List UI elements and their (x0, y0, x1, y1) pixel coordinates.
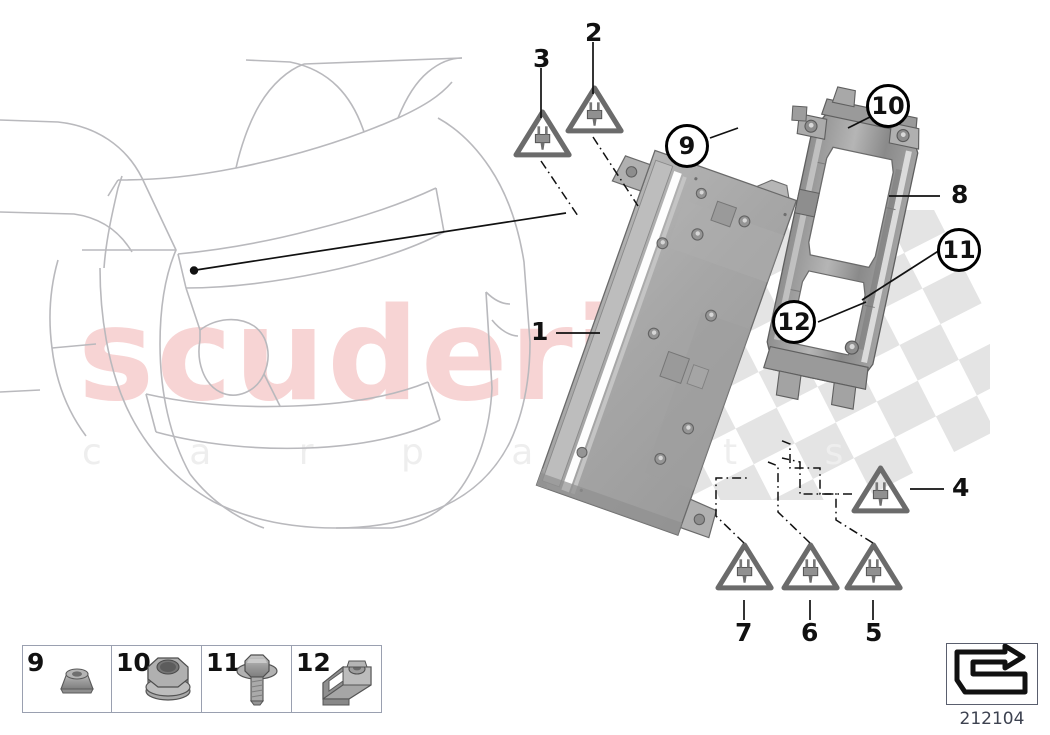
diagram-id-number: 212104 (959, 709, 1025, 729)
legend-number-9: 9 (27, 648, 45, 677)
flange-nut-icon (145, 657, 191, 701)
connector-upper-left (513, 109, 572, 158)
callout-10-label: 10 (871, 92, 905, 120)
connector-lower-right (844, 542, 903, 591)
callout-11-label: 11 (942, 236, 976, 264)
connector-upper-right (565, 85, 624, 134)
callout-1: 1 (531, 317, 549, 346)
leader-4-dashdot (779, 439, 852, 495)
callout-circle-9: 9 (665, 124, 709, 168)
callout-6: 6 (801, 618, 819, 647)
leader-2-dashdot (592, 136, 639, 207)
legend-item-9: 9 (22, 646, 112, 712)
connector-lower-left (715, 542, 774, 591)
leader-12 (817, 301, 867, 323)
leader-7-dashdot (715, 477, 748, 544)
legend-item-11: 11 (202, 646, 292, 712)
connector-lower-center (781, 542, 840, 591)
leader-9 (709, 127, 739, 139)
callout-2: 2 (585, 18, 603, 47)
callout-3: 3 (533, 44, 551, 73)
vehicle-location-dot (189, 266, 199, 275)
callout-9-label: 9 (678, 132, 696, 160)
leader-6-dashdot (767, 461, 811, 544)
vehicle-outline (0, 57, 531, 529)
callout-8: 8 (951, 180, 969, 209)
legend-number-12: 12 (296, 648, 331, 677)
callout-4: 4 (952, 473, 970, 502)
callout-circle-10: 10 (866, 84, 910, 128)
orientation-marker-box (946, 643, 1038, 705)
legend-number-11: 11 (206, 648, 241, 677)
callout-circle-12: 12 (772, 300, 816, 344)
fastener-legend: 9 10 (22, 645, 382, 713)
legend-item-10: 10 (112, 646, 202, 712)
leader-10 (847, 115, 873, 129)
leader-5-dashdot (781, 457, 874, 544)
callout-5: 5 (865, 618, 883, 647)
leader-module-to-vehicle (195, 212, 567, 271)
leader-3-dashdot (540, 160, 579, 217)
callout-circle-11: 11 (937, 228, 981, 272)
callout-7: 7 (735, 618, 753, 647)
legend-number-10: 10 (116, 648, 151, 677)
hex-flange-bolt-icon (236, 654, 278, 706)
clip-nut-icon (60, 668, 94, 694)
direction-arrow-icon (954, 643, 1028, 695)
cage-nut-clip-icon (322, 660, 372, 706)
legend-item-12: 12 (292, 646, 382, 712)
callout-12-label: 12 (777, 308, 811, 336)
leader-11 (861, 249, 941, 301)
